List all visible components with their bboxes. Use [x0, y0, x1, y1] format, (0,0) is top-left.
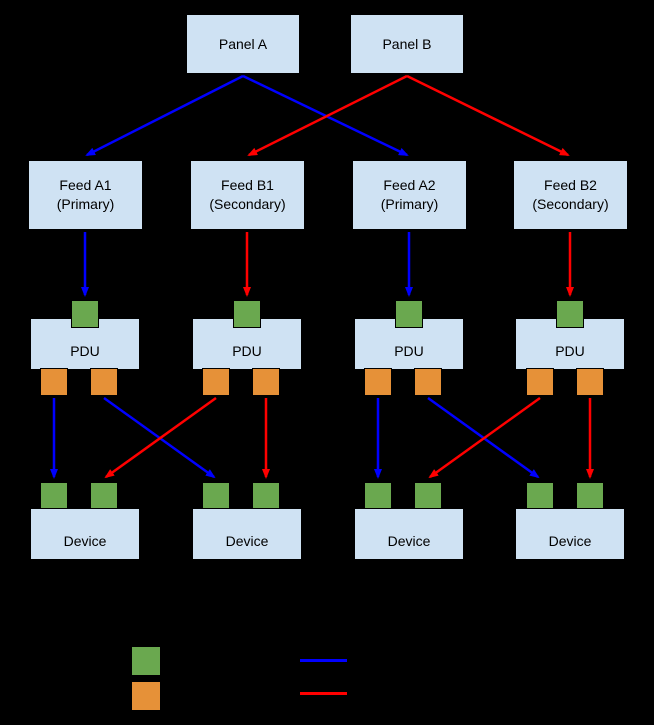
feed-b1-role: (Secondary) — [209, 196, 286, 212]
arrow-panel-a-to-feed-a2 — [242, 74, 409, 157]
feed-b1-node: Feed B1 (Secondary) — [190, 160, 305, 230]
device-4-input-port-left — [526, 482, 554, 510]
device-4-input-port-right — [576, 482, 604, 510]
arrow-pdu-1-to-device-2 — [103, 396, 216, 479]
pdu-2-label: PDU — [232, 343, 262, 360]
feed-a2-name: Feed A2 — [383, 177, 436, 194]
device-1-node: Device — [30, 508, 140, 560]
device-4-node: Device — [515, 508, 625, 560]
device-3-input-port-left — [364, 482, 392, 510]
panel-a-label: Panel A — [218, 35, 268, 52]
pdu-3-output-port-left — [364, 368, 392, 396]
pdu-1-input-port — [71, 300, 99, 328]
device-3-node: Device — [354, 508, 464, 560]
legend-input-port-swatch — [131, 646, 161, 676]
feed-b1-name: Feed B1 — [221, 177, 274, 194]
pdu-1-output-port-left — [40, 368, 68, 396]
primary-power-arrows — [50, 74, 540, 479]
pdu-2-output-port-right — [252, 368, 280, 396]
pdu-4-output-port-left — [526, 368, 554, 396]
panel-a-node: Panel A — [186, 14, 300, 74]
pdu-4-node: PDU — [515, 318, 625, 370]
arrow-pdu-2-to-device-1 — [104, 396, 217, 479]
legend-primary-line — [300, 659, 347, 662]
device-1-input-port-left — [40, 482, 68, 510]
pdu-4-input-port — [556, 300, 584, 328]
feed-a1-role: (Primary) — [56, 196, 115, 212]
feed-b2-role: (Secondary) — [532, 196, 609, 212]
arrow-panel-b-to-feed-b1 — [247, 74, 408, 157]
pdu-1-label: PDU — [70, 343, 100, 360]
panel-b-label: Panel B — [382, 35, 432, 52]
pdu-2-input-port — [233, 300, 261, 328]
feed-a2-node: Feed A2 (Primary) — [352, 160, 467, 230]
device-1-input-port-right — [90, 482, 118, 510]
pdu-2-output-port-left — [202, 368, 230, 396]
feed-a1-node: Feed A1 (Primary) — [28, 160, 143, 230]
arrow-pdu-3-to-device-4 — [427, 396, 540, 479]
secondary-power-arrows — [104, 74, 594, 479]
arrow-pdu-4-to-device-3 — [428, 396, 541, 479]
feed-a1-name: Feed A1 — [59, 177, 112, 194]
pdu-3-input-port — [395, 300, 423, 328]
pdu-4-output-port-right — [576, 368, 604, 396]
device-4-label: Device — [548, 533, 592, 550]
feed-b2-name: Feed B2 — [544, 177, 597, 194]
arrow-panel-b-to-feed-b2 — [406, 74, 570, 157]
pdu-1-output-port-right — [90, 368, 118, 396]
pdu-4-label: PDU — [555, 343, 585, 360]
feed-a2-role: (Primary) — [380, 196, 439, 212]
device-3-label: Device — [387, 533, 431, 550]
device-2-input-port-right — [252, 482, 280, 510]
legend-secondary-line — [300, 692, 347, 695]
feed-b2-node: Feed B2 (Secondary) — [513, 160, 628, 230]
device-2-label: Device — [225, 533, 269, 550]
legend-output-port-swatch — [131, 681, 161, 711]
device-3-input-port-right — [414, 482, 442, 510]
arrow-panel-a-to-feed-a1 — [85, 74, 244, 157]
panel-b-node: Panel B — [350, 14, 464, 74]
pdu-3-label: PDU — [394, 343, 424, 360]
device-1-label: Device — [63, 533, 107, 550]
pdu-2-node: PDU — [192, 318, 302, 370]
device-2-input-port-left — [202, 482, 230, 510]
device-2-node: Device — [192, 508, 302, 560]
pdu-3-output-port-right — [414, 368, 442, 396]
